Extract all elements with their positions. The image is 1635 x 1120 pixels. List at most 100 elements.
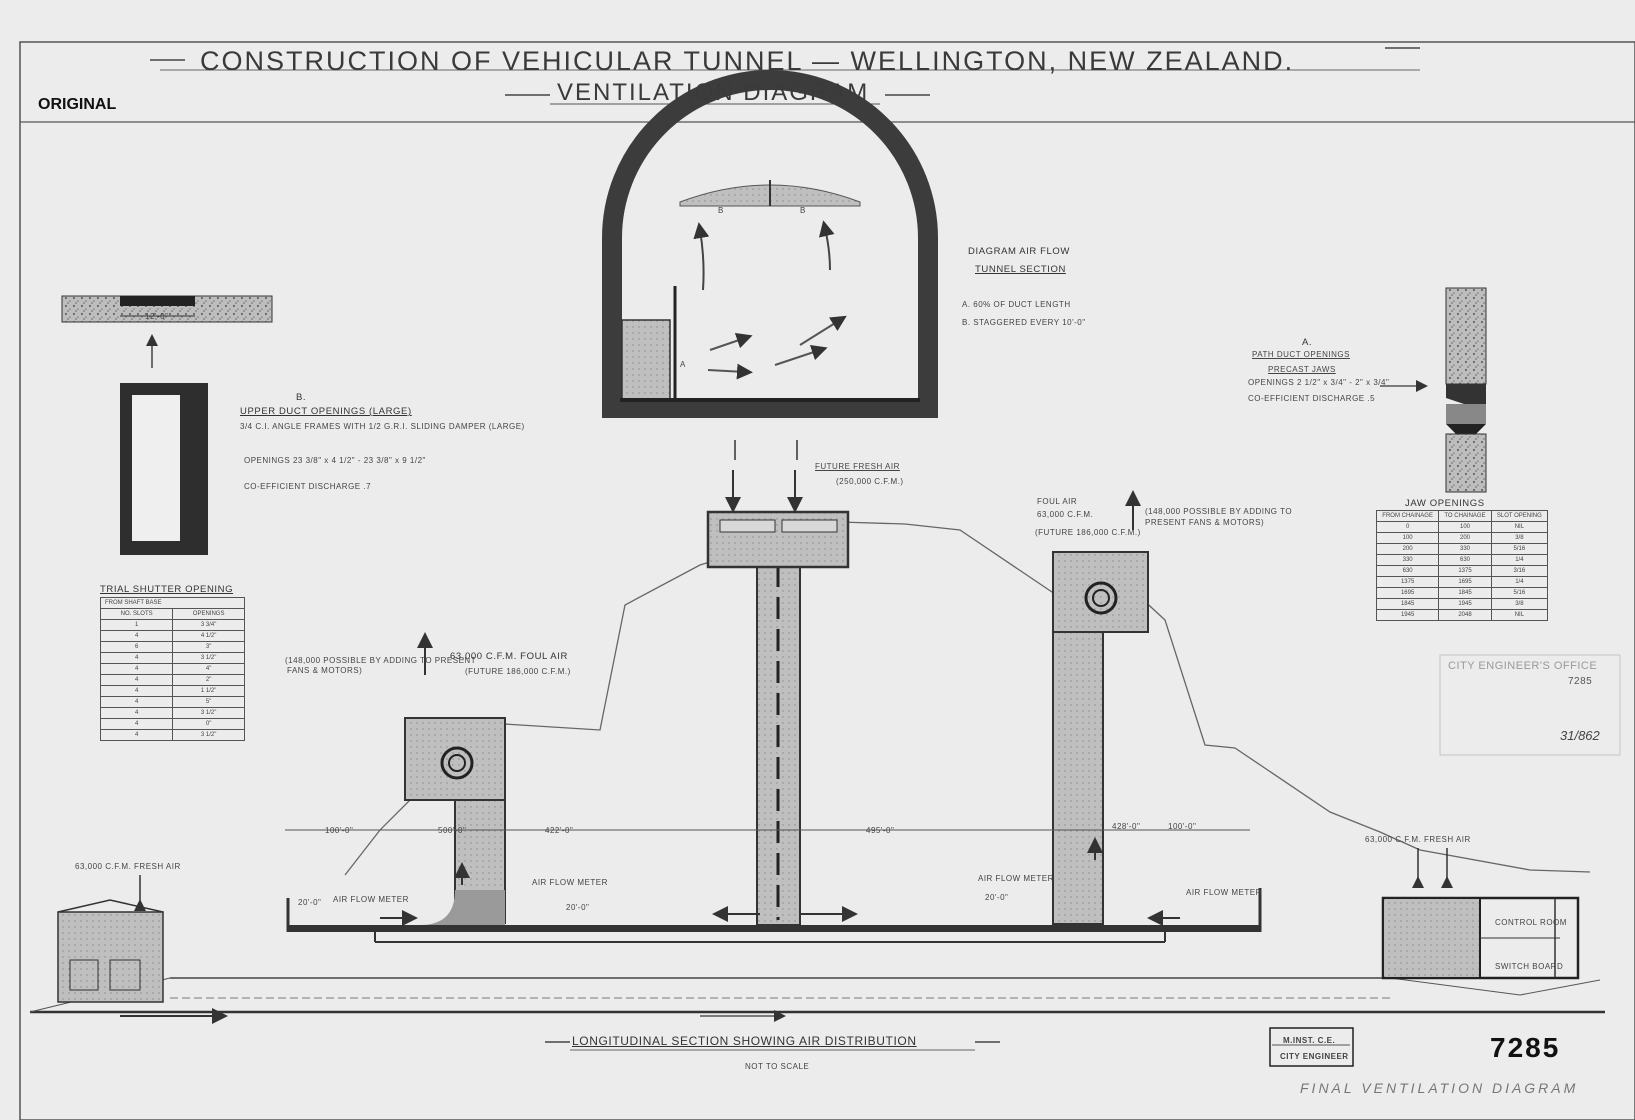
section-label-b2: B bbox=[800, 206, 806, 215]
table-cell: 200 bbox=[1375, 543, 1440, 555]
trial-table-col-openings: OPENINGS bbox=[172, 608, 245, 620]
upper-duct-title: UPPER DUCT OPENINGS (LARGE) bbox=[240, 406, 412, 417]
table-cell: 1375 bbox=[1375, 576, 1440, 588]
switch-board-label: SWITCH BOARD bbox=[1495, 962, 1564, 971]
table-cell: 1845 bbox=[1438, 587, 1492, 599]
table-cell: 330 bbox=[1438, 543, 1492, 555]
table-cell: 100 bbox=[1438, 521, 1492, 533]
table-cell: 2" bbox=[172, 674, 245, 686]
dim-500: 500'-0" bbox=[438, 826, 467, 835]
table-cell: 3 1/2" bbox=[172, 729, 245, 741]
future-fresh-cfm: (250,000 C.F.M.) bbox=[836, 477, 904, 486]
upper-duct-dim: 12'-0" bbox=[145, 312, 169, 321]
table-cell: 0" bbox=[172, 718, 245, 730]
right-portal-building bbox=[1381, 896, 1580, 980]
table-cell: 1375 bbox=[1438, 565, 1492, 577]
path-duct-letter: A. bbox=[1302, 337, 1313, 348]
table-cell: 4 bbox=[99, 707, 174, 719]
air-flow-meter-4: AIR FLOW METER bbox=[1186, 888, 1262, 897]
path-duct-detail bbox=[1380, 287, 1487, 493]
trial-table-title: TRIAL SHUTTER OPENING bbox=[100, 584, 234, 595]
table-cell: 630 bbox=[1375, 565, 1440, 577]
pencil-note: FINAL VENTILATION DIAGRAM bbox=[1300, 1080, 1579, 1096]
longitudinal-title: LONGITUDINAL SECTION SHOWING AIR DISTRIB… bbox=[572, 1034, 917, 1048]
engineer-line1: M.INST. C.E. bbox=[1283, 1036, 1336, 1045]
section-note-a: A. 60% OF DUCT LENGTH bbox=[962, 300, 1071, 309]
foul-air-right-note1: (148,000 POSSIBLE BY ADDING TO bbox=[1145, 507, 1293, 516]
table-cell: 1695 bbox=[1438, 576, 1492, 588]
table-cell: 5/16 bbox=[1490, 543, 1549, 555]
table-cell: 630 bbox=[1438, 554, 1492, 566]
dim-20-b: 20'-0" bbox=[566, 903, 590, 912]
path-duct-line3: CO-EFFICIENT DISCHARGE .5 bbox=[1248, 394, 1376, 403]
dim-100-left: 100'-0" bbox=[325, 826, 354, 835]
table-cell: 3 1/2" bbox=[172, 707, 245, 719]
table-cell: 1 bbox=[99, 619, 174, 631]
upper-duct-line1: 3/4 C.I. ANGLE FRAMES WITH 1/2 G.R.I. SL… bbox=[240, 422, 525, 431]
table-cell: NIL bbox=[1490, 609, 1549, 621]
fresh-air-right: 63,000 C.F.M. FRESH AIR bbox=[1365, 835, 1471, 844]
air-flow-meter-1: AIR FLOW METER bbox=[333, 895, 409, 904]
table-cell: 1/4 bbox=[1490, 554, 1549, 566]
foul-air-left-future: (FUTURE 186,000 C.F.M.) bbox=[465, 667, 571, 676]
foul-air-right-cfm: 63,000 C.F.M. bbox=[1037, 510, 1094, 519]
stamp-number: 7285 bbox=[1568, 676, 1593, 687]
foul-air-right-note2: PRESENT FANS & MOTORS) bbox=[1145, 518, 1265, 527]
table-cell: 4 bbox=[99, 696, 174, 708]
table-cell: 330 bbox=[1375, 554, 1440, 566]
table-cell: 3 1/2" bbox=[172, 652, 245, 664]
foul-air-right-future: (FUTURE 186,000 C.F.M.) bbox=[1035, 528, 1141, 537]
table-cell: 4 1/2" bbox=[172, 630, 245, 642]
table-cell: 4 bbox=[99, 674, 174, 686]
tunnel-longitudinal-section bbox=[29, 440, 1605, 1024]
table-cell: 4" bbox=[172, 663, 245, 675]
city-engineer-stamp bbox=[1439, 654, 1621, 756]
table-cell: 3/16 bbox=[1490, 565, 1549, 577]
dim-495: 495'-0" bbox=[866, 826, 895, 835]
drawing-title: CONSTRUCTION OF VEHICULAR TUNNEL — WELLI… bbox=[200, 46, 1295, 76]
path-duct-title: PATH DUCT OPENINGS bbox=[1252, 350, 1350, 359]
dim-100-right: 100'-0" bbox=[1168, 822, 1197, 831]
trial-table-head1: FROM SHAFT BASE bbox=[100, 597, 245, 609]
dim-428: 428'-0" bbox=[1112, 822, 1141, 831]
stamp-office: CITY ENGINEER'S OFFICE bbox=[1448, 660, 1598, 672]
table-cell: 4 bbox=[99, 685, 174, 697]
not-to-scale: NOT TO SCALE bbox=[745, 1062, 810, 1071]
sheet-border bbox=[19, 41, 1635, 1120]
drawing-number: 7285 bbox=[1490, 1032, 1561, 1063]
section-title: DIAGRAM AIR FLOW bbox=[968, 246, 1070, 257]
table-cell: 200 bbox=[1438, 532, 1492, 544]
upper-duct-line3: CO-EFFICIENT DISCHARGE .7 bbox=[244, 482, 372, 491]
upper-duct-line2: OPENINGS 23 3/8" x 4 1/2" - 23 3/8" x 9 … bbox=[244, 456, 426, 465]
control-room-label: CONTROL ROOM bbox=[1495, 918, 1567, 927]
table-cell: 3/8 bbox=[1490, 598, 1549, 610]
drawing-subtitle: VENTILATION DIAGRAM bbox=[557, 79, 870, 106]
table-cell: 100 bbox=[1375, 532, 1440, 544]
jaw-table-header-cell: TO CHAINAGE bbox=[1438, 510, 1492, 522]
table-cell: 4 bbox=[99, 718, 174, 730]
air-flow-meter-2: AIR FLOW METER bbox=[532, 878, 608, 887]
table-cell: NIL bbox=[1490, 521, 1549, 533]
table-cell: 3/8 bbox=[1490, 532, 1549, 544]
path-duct-line2: OPENINGS 2 1/2" x 3/4" - 2" x 3/4" bbox=[1248, 378, 1390, 387]
path-duct-line1: PRECAST JAWS bbox=[1268, 365, 1336, 374]
foul-air-right: FOUL AIR bbox=[1037, 497, 1078, 506]
table-cell: 1/4 bbox=[1490, 576, 1549, 588]
trial-table-col-slots: NO. SLOTS bbox=[99, 608, 174, 620]
table-cell: 3 3/4" bbox=[172, 619, 245, 631]
table-cell: 1 1/2" bbox=[172, 685, 245, 697]
